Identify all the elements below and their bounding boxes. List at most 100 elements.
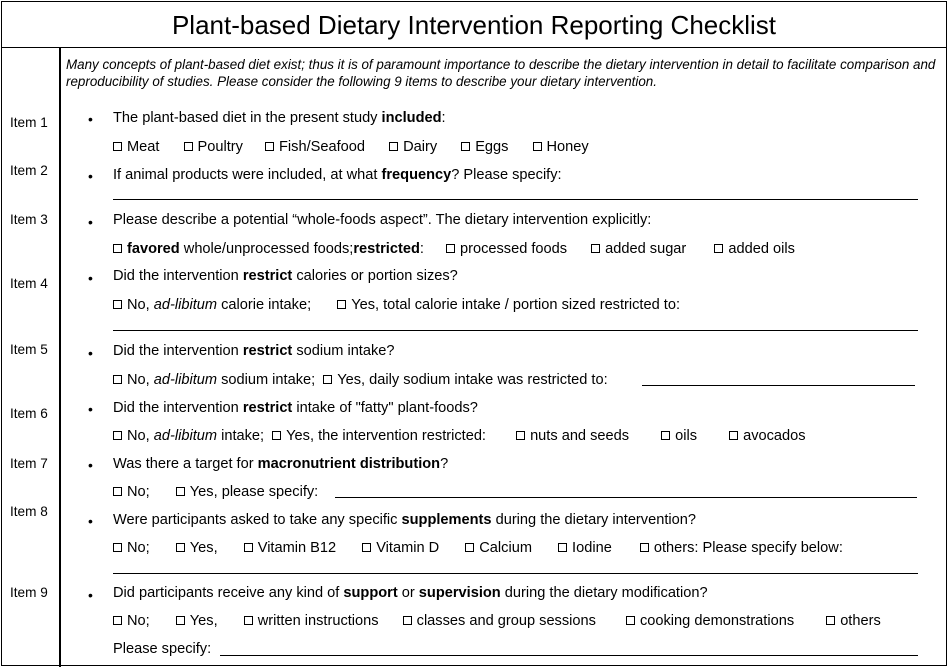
option-supplements-others-label: others: Please specify below: [653, 540, 843, 556]
option-sodium-no[interactable]: No, ad-libitum sodium intake; [113, 372, 315, 388]
item-5-no-ital: ad-libitum [153, 372, 218, 388]
checkbox-support-yes[interactable] [175, 616, 185, 625]
option-supplements-others[interactable]: others: Please specify below: [639, 540, 843, 556]
checkbox-calorie-yes[interactable] [337, 300, 347, 309]
checkbox-written-instructions[interactable] [243, 616, 253, 625]
checkbox-calorie-no[interactable] [113, 300, 122, 309]
option-vitamin-d[interactable]: Vitamin D [362, 540, 439, 556]
item-2-answer-line[interactable] [113, 199, 918, 200]
option-dairy[interactable]: Dairy [389, 139, 437, 155]
item-3-restricted-colon: : [419, 241, 424, 257]
item-2-label: Item 2 [10, 163, 48, 178]
item-2-bullet: • [88, 168, 93, 184]
option-fish-seafood[interactable]: Fish/Seafood [265, 139, 365, 155]
option-cooking-demonstrations-label: cooking demonstrations [639, 613, 795, 629]
checkbox-avocados[interactable] [729, 431, 739, 440]
checkbox-favored-whole-foods[interactable] [113, 244, 122, 253]
option-meat[interactable]: Meat [113, 139, 159, 155]
checkbox-vitamin-d[interactable] [362, 543, 372, 552]
option-supplements-yes[interactable]: Yes, [175, 540, 218, 556]
option-support-others[interactable]: others [826, 613, 881, 629]
checkbox-supplements-yes[interactable] [175, 543, 185, 552]
checkbox-calcium[interactable] [465, 543, 475, 552]
item-9-answer-line[interactable] [220, 655, 918, 656]
option-nuts-and-seeds[interactable]: nuts and seeds [516, 428, 629, 444]
item-7-answer-line[interactable] [335, 497, 917, 498]
item-8-q-bold: supplements [401, 512, 492, 528]
checkbox-classes-group-sessions[interactable] [402, 616, 412, 625]
option-processed-foods[interactable]: processed foods [445, 241, 567, 257]
item-7-question: Was there a target for macronutrient dis… [113, 456, 448, 472]
checkbox-support-no[interactable] [113, 616, 122, 625]
item-4-no-ital: ad-libitum [153, 297, 218, 313]
checkbox-nuts-and-seeds[interactable] [516, 431, 526, 440]
item-8-bullet: • [88, 513, 93, 529]
checkbox-iodine[interactable] [558, 543, 568, 552]
item-5-question: Did the intervention restrict sodium int… [113, 343, 395, 359]
checkbox-fish-seafood[interactable] [265, 142, 274, 151]
option-favored-whole-foods[interactable]: favored whole/unprocessed foods; [113, 241, 353, 257]
checkbox-oils[interactable] [661, 431, 671, 440]
option-added-oils[interactable]: added oils [714, 241, 795, 257]
option-honey-label: Honey [546, 139, 589, 155]
option-iodine[interactable]: Iodine [558, 540, 612, 556]
option-macro-no[interactable]: No; [113, 484, 150, 500]
item-2-q-post: ? Please specify: [451, 167, 562, 183]
item-5-answer-line[interactable] [642, 385, 915, 386]
checkbox-meat[interactable] [113, 142, 122, 151]
checkbox-added-sugar[interactable] [591, 244, 601, 253]
option-oils[interactable]: oils [661, 428, 697, 444]
option-vitamin-b12[interactable]: Vitamin B12 [243, 540, 336, 556]
checkbox-macro-no[interactable] [113, 487, 122, 496]
checkbox-poultry[interactable] [183, 142, 193, 151]
item-4-yes-text: Yes, total calorie intake / portion size… [351, 297, 681, 313]
option-honey[interactable]: Honey [532, 139, 589, 155]
item-3-options: favored whole/unprocessed foods; restric… [113, 241, 795, 257]
checkbox-sodium-yes[interactable] [323, 375, 333, 384]
checkbox-sodium-no[interactable] [113, 375, 122, 384]
option-cooking-demonstrations[interactable]: cooking demonstrations [625, 613, 795, 629]
checkbox-dairy[interactable] [389, 142, 399, 151]
checkbox-macro-yes[interactable] [175, 487, 185, 496]
checkbox-vitamin-b12[interactable] [243, 543, 253, 552]
option-sodium-yes[interactable]: Yes, daily sodium intake was restricted … [323, 372, 608, 388]
item-3-bullet: • [88, 214, 93, 230]
item-4-answer-line[interactable] [113, 330, 918, 331]
item-9-q-post: during the dietary modification? [500, 585, 708, 601]
item-6-bullet: • [88, 401, 93, 417]
checkbox-fatty-no[interactable] [113, 431, 122, 440]
option-written-instructions[interactable]: written instructions [243, 613, 379, 629]
option-support-no[interactable]: No; [113, 613, 150, 629]
item-4-question: Did the intervention restrict calories o… [113, 268, 458, 284]
option-fatty-no[interactable]: No, ad-libitum intake; [113, 428, 264, 444]
item-8-options: No; Yes, Vitamin B12 Vitamin D Calcium I… [113, 540, 843, 556]
checkbox-support-others[interactable] [826, 616, 836, 625]
option-supplements-no[interactable]: No; [113, 540, 150, 556]
checkbox-fatty-yes[interactable] [272, 431, 282, 440]
option-calorie-no[interactable]: No, ad-libitum calorie intake; [113, 297, 311, 313]
option-calcium-label: Calcium [479, 540, 532, 556]
checkbox-supplements-others[interactable] [639, 543, 649, 552]
option-avocados[interactable]: avocados [729, 428, 806, 444]
checkbox-eggs[interactable] [461, 142, 471, 151]
checkbox-cooking-demonstrations[interactable] [625, 616, 635, 625]
checkbox-processed-foods[interactable] [445, 244, 455, 253]
option-calcium[interactable]: Calcium [465, 540, 532, 556]
item-6-q-post: intake of "fatty" plant-foods? [292, 400, 478, 416]
option-calorie-yes[interactable]: Yes, total calorie intake / portion size… [337, 297, 680, 313]
checkbox-honey[interactable] [532, 142, 542, 151]
option-classes-group-sessions[interactable]: classes and group sessions [402, 613, 596, 629]
item-2-question: If animal products were included, at wha… [113, 167, 562, 183]
item-8-answer-line[interactable] [113, 573, 918, 574]
option-poultry[interactable]: Poultry [183, 139, 243, 155]
item-1-options: Meat Poultry Fish/Seafood Dairy Eggs Hon… [113, 139, 589, 155]
option-eggs[interactable]: Eggs [461, 139, 508, 155]
checkbox-supplements-no[interactable] [113, 543, 122, 552]
option-added-sugar[interactable]: added sugar [591, 241, 686, 257]
option-fatty-yes[interactable]: Yes, the intervention restricted: [272, 428, 486, 444]
item-2-q-pre: If animal products were included, at wha… [113, 167, 382, 183]
checkbox-added-oils[interactable] [714, 244, 724, 253]
option-macro-yes[interactable]: Yes, please specify: [175, 484, 318, 500]
option-support-yes[interactable]: Yes, [175, 613, 218, 629]
item-5-q-post: sodium intake? [292, 343, 395, 359]
